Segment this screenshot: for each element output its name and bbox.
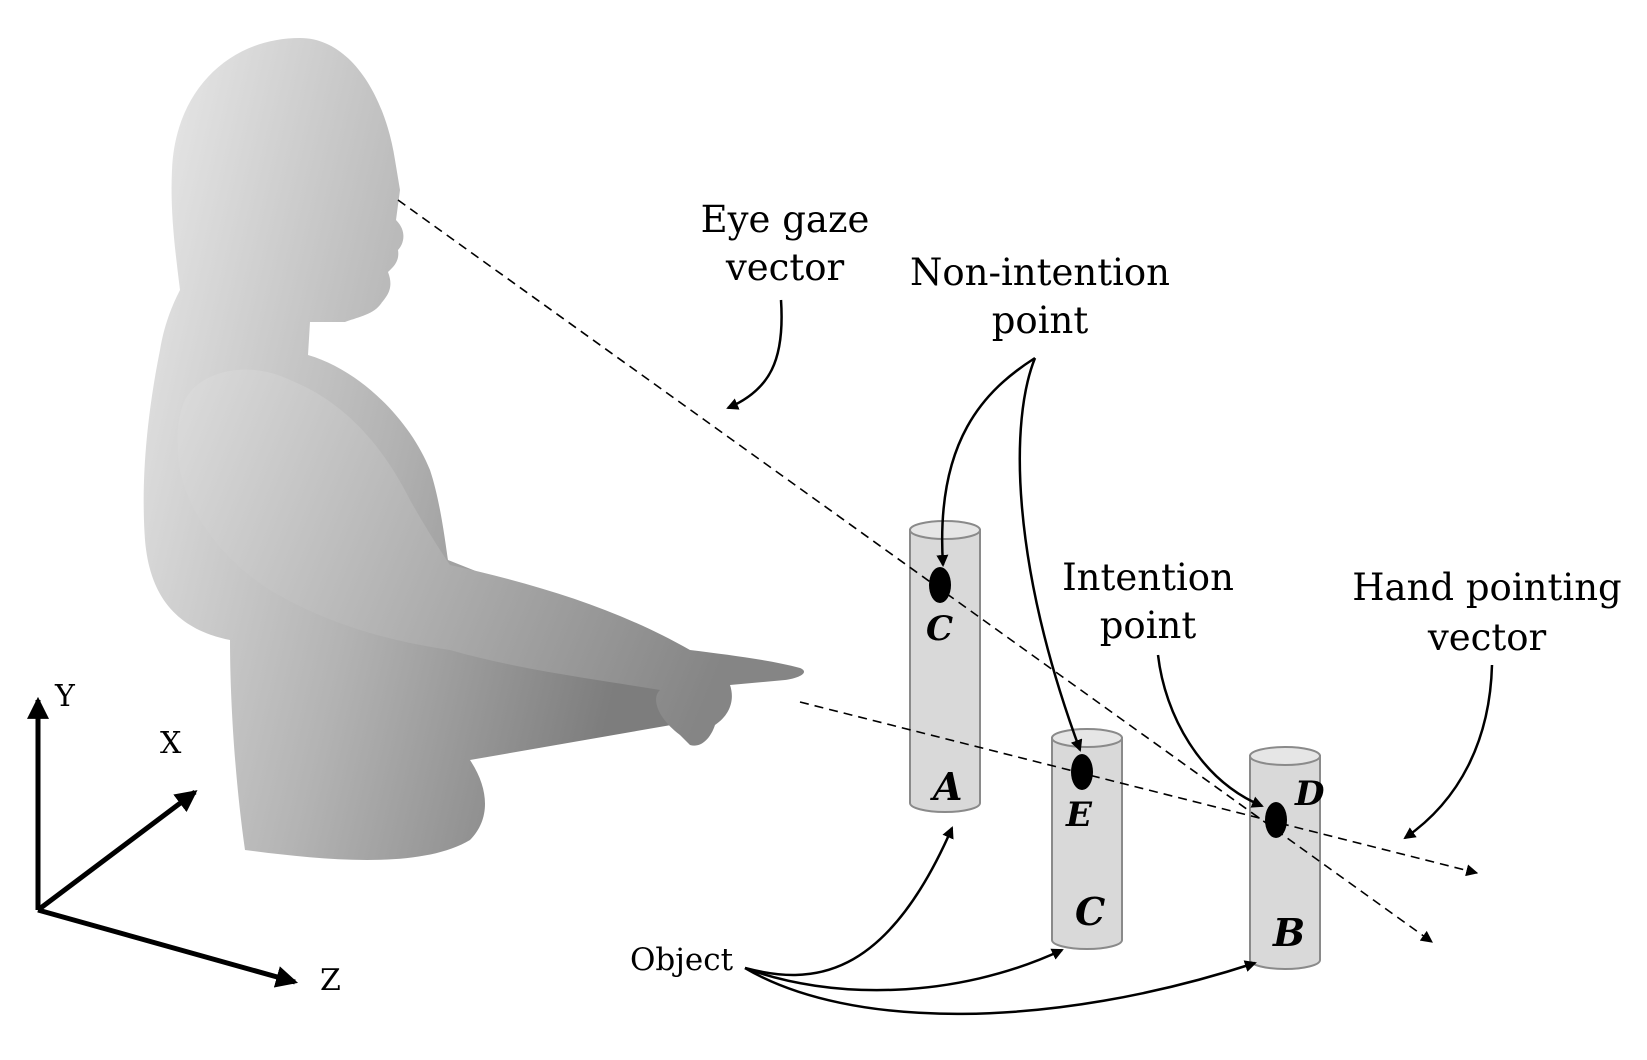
- point-c-marker: [929, 567, 951, 603]
- object-arrow-b: [744, 960, 1257, 1016]
- z-axis-label: Z: [320, 963, 341, 998]
- intention-label-line1: Intention: [1062, 556, 1234, 599]
- non-intention-callout-arrow-c: [936, 356, 1036, 567]
- annotation-labels: Eye gaze vector Non-intention point Inte…: [630, 198, 1622, 978]
- coordinate-axes: Y X Z: [27, 679, 341, 998]
- intention-label-line2: point: [1100, 604, 1197, 647]
- z-axis-line: [37, 907, 299, 988]
- object-c-label: C: [1075, 889, 1105, 934]
- callout-arrows: [726, 299, 1494, 1016]
- object-b-label: B: [1272, 910, 1305, 955]
- vectors: [397, 199, 1479, 943]
- y-axis-label: Y: [54, 679, 76, 714]
- eye-gaze-callout-arrow: [726, 299, 783, 410]
- points: C E D: [926, 567, 1325, 838]
- non-intention-callout-arrow-e: [1018, 357, 1083, 752]
- intention-callout-arrow: [1156, 654, 1264, 808]
- non-intention-label-line2: point: [992, 299, 1089, 342]
- hand-pointing-vector: [799, 701, 1479, 877]
- point-c-label: C: [926, 609, 953, 649]
- hand-pointing-label-line1: Hand pointing: [1352, 566, 1621, 609]
- x-axis-line: [36, 790, 198, 912]
- hand-pointing-label-line2: vector: [1427, 616, 1547, 659]
- cylinder-a: A: [909, 520, 981, 813]
- object-arrow-a: [744, 826, 954, 977]
- object-arrow-c: [744, 948, 1064, 992]
- arm-shape: [177, 369, 805, 746]
- hand-pointing-callout-arrow: [1403, 664, 1494, 840]
- object-label: Object: [630, 942, 734, 978]
- eye-gaze-label-line1: Eye gaze: [701, 198, 870, 241]
- point-d-label: D: [1294, 774, 1325, 814]
- point-e-marker: [1071, 754, 1093, 790]
- eye-gaze-vector: [397, 199, 1433, 943]
- object-a-label: A: [930, 764, 962, 809]
- point-e-label: E: [1065, 795, 1093, 835]
- point-d-marker: [1265, 802, 1287, 838]
- cylinder-c: C: [1051, 728, 1123, 950]
- non-intention-label-line1: Non-intention: [910, 251, 1170, 294]
- eye-gaze-label-line2: vector: [725, 246, 845, 289]
- x-axis-label: X: [160, 726, 182, 761]
- human-silhouette: [143, 38, 805, 860]
